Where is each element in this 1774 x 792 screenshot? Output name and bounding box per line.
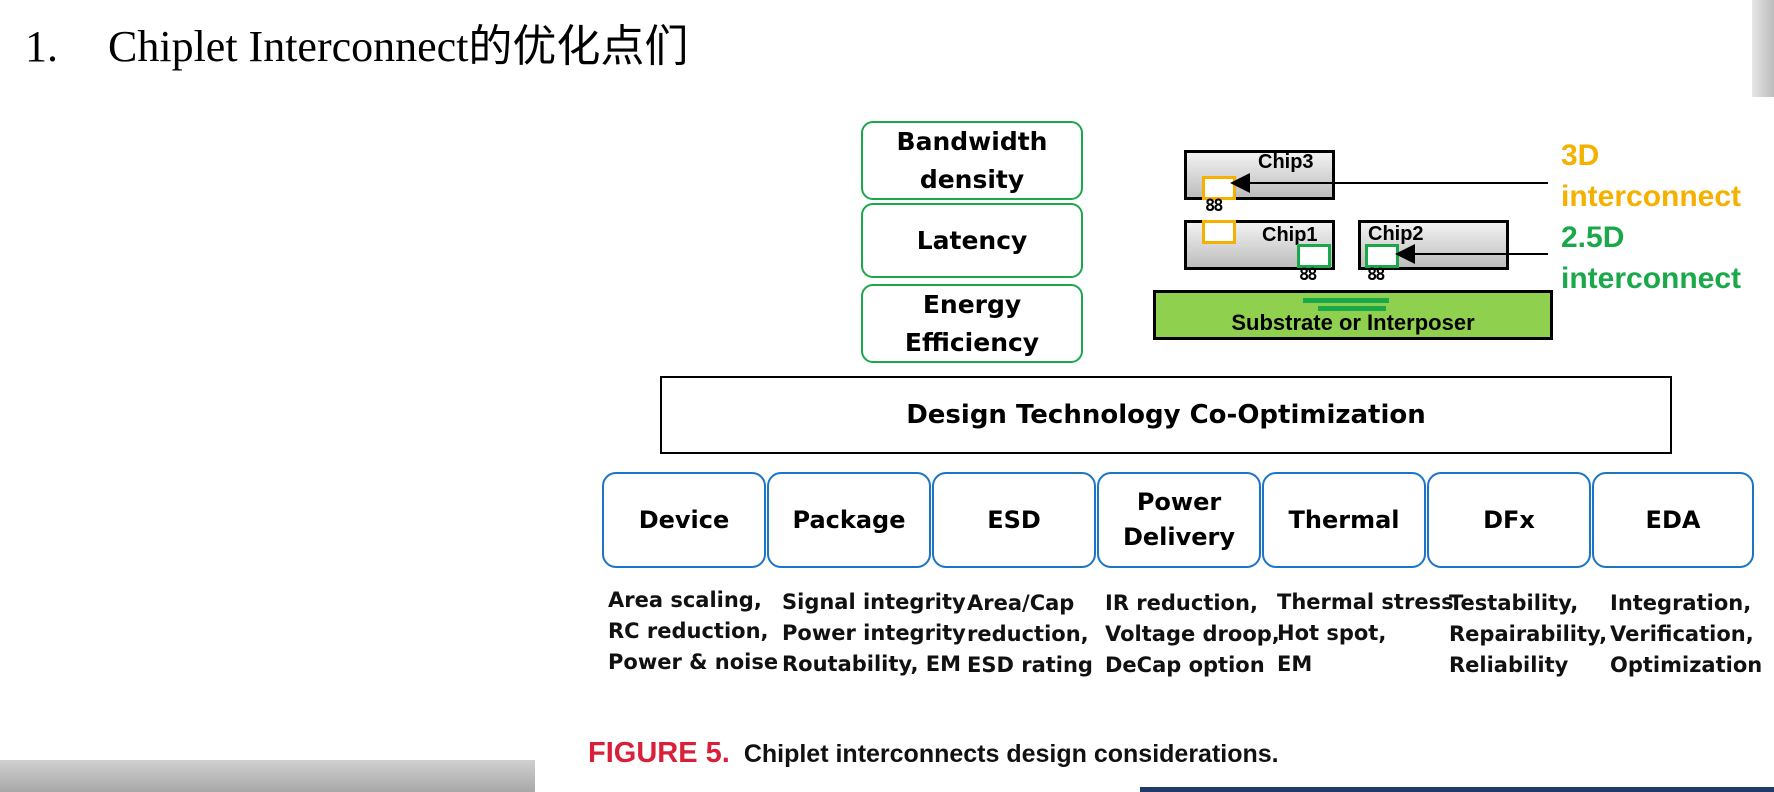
substrate-label: Substrate or Interposer [1231, 310, 1475, 335]
chip1-bumps: 88 [1299, 265, 1318, 285]
figure-number: FIGURE 5. [588, 737, 730, 769]
category-eda: EDA [1592, 472, 1754, 568]
bottom-navy-strip [1140, 787, 1774, 792]
desc-dfx: Testability, Repairability, Reliability [1449, 591, 1608, 677]
metric-latency: Latency [861, 203, 1083, 278]
metric-energy-efficiency: Energy Efficiency [861, 284, 1083, 363]
metric-bandwidth-density: Bandwidth density [861, 121, 1083, 200]
figure-caption: FIGURE 5. Chiplet interconnects design co… [588, 737, 1279, 770]
page-heading: 1. Chiplet Interconnect的优化点们 [25, 10, 688, 74]
figure-caption-text: Chiplet interconnects design considerati… [743, 740, 1279, 768]
category-thermal: Thermal [1262, 472, 1426, 568]
chip1-label: Chip1 [1262, 224, 1318, 246]
heading-text: Chiplet Interconnect的优化点们 [108, 22, 689, 71]
25d-interconnect-label: 2.5D interconnect [1561, 221, 1742, 295]
chip1-25d-pad [1297, 244, 1331, 268]
category-dfx: DFx [1427, 472, 1591, 568]
interposer-link-top [1303, 298, 1389, 303]
desc-device: Area scaling, RC reduction, Power & nois… [608, 588, 779, 674]
desc-eda: Integration, Verification, Optimization [1610, 591, 1763, 677]
interposer-link-bottom [1318, 306, 1386, 311]
category-power-delivery: Power Delivery [1097, 472, 1261, 568]
scrollbar-edge [1752, 0, 1774, 97]
category-esd: ESD [932, 472, 1096, 568]
desc-power-delivery: IR reduction, Voltage droop, DeCap optio… [1105, 591, 1280, 677]
desc-thermal: Thermal stress Hot spot, EM [1277, 590, 1454, 676]
desc-package: Signal integrity Power integrity Routabi… [782, 590, 966, 676]
bottom-shadow-strip [0, 760, 535, 792]
category-device: Device [602, 472, 766, 568]
3d-microbumps: 88 [1205, 196, 1224, 216]
3d-pad-bottom [1202, 220, 1236, 244]
desc-esd: Area/Cap reduction, ESD rating [967, 591, 1093, 677]
dtco-banner: Design Technology Co-Optimization [660, 376, 1672, 454]
chip2-bumps: 88 [1367, 265, 1386, 285]
chip2-label: Chip2 [1368, 223, 1424, 245]
heading-number: 1. [25, 22, 58, 71]
chip3-label: Chip3 [1258, 151, 1314, 173]
3d-interconnect-label: 3D interconnect [1561, 139, 1742, 213]
category-package: Package [767, 472, 931, 568]
